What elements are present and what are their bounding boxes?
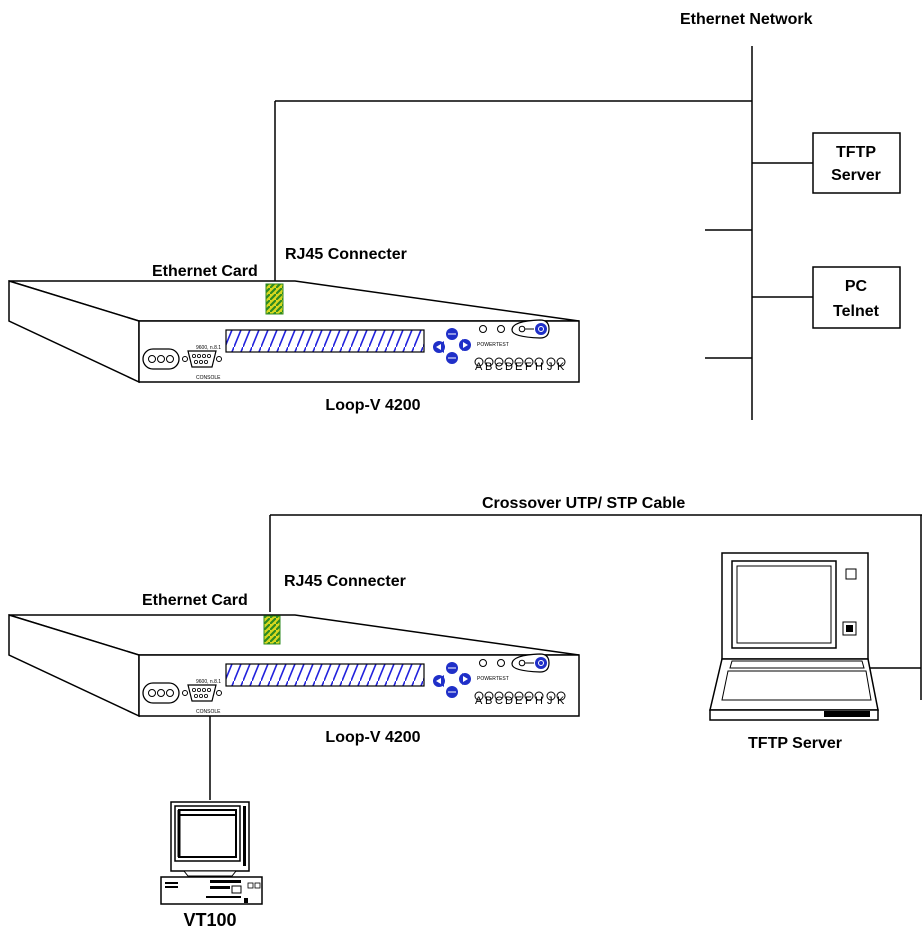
led-letter: H [535, 361, 543, 373]
led-letter: A [475, 361, 483, 373]
power-label: POWER [477, 342, 496, 348]
crossover-cable-label: Crossover UTP/ STP Cable [482, 495, 685, 512]
tftp-server-label: TFTP Server [748, 735, 842, 752]
led-letter: D [505, 361, 513, 373]
led-letter: D [505, 695, 513, 707]
led-letter-row: A B C D E F H J K [475, 361, 565, 373]
console-label: CONSOLE [196, 709, 221, 715]
led-letter: B [485, 695, 492, 707]
led-letter: H [535, 695, 543, 707]
led-letter: F [525, 695, 532, 707]
led-letter: K [557, 695, 565, 707]
test-label: TEST [496, 676, 509, 682]
console-baud-text: 9600, n.8.1 [196, 345, 221, 351]
led-letter: J [547, 695, 553, 707]
ethernet-card-label: Ethernet Card [142, 592, 248, 609]
rj45-connector-icon [265, 283, 284, 315]
loop-v-4200-device: 9600, n.8.1 CONSOLE POWER TEST A B C D E… [8, 614, 580, 717]
test-label: TEST [496, 342, 509, 348]
rj45-connecter-label: RJ45 Connecter [284, 573, 406, 590]
device-label: Loop-V 4200 [325, 729, 420, 746]
tftp-server-box-line1: TFTP [836, 144, 876, 161]
pc-telnet-box-line1: PC [845, 278, 868, 295]
led-letter: E [515, 361, 522, 373]
device-label: Loop-V 4200 [325, 397, 420, 414]
led-letter: C [495, 695, 503, 707]
pc-telnet-box [812, 266, 901, 329]
rj45-connecter-label: RJ45 Connecter [285, 246, 407, 263]
top-diagram: TFTP Server PC Telnet Ethernet Network R… [8, 11, 901, 420]
console-label: CONSOLE [196, 375, 221, 381]
loop-v-4200-device: 9600, n.8.1 CONSOLE POWER TEST A B C D E… [8, 280, 580, 383]
ethernet-card-label: Ethernet Card [152, 263, 258, 280]
led-letter: K [557, 361, 565, 373]
ethernet-network-label: Ethernet Network [680, 11, 813, 28]
laptop-icon [709, 552, 879, 721]
bottom-diagram: Crossover UTP/ STP Cable RJ45 Connecter … [8, 495, 922, 930]
power-label: POWER [477, 676, 496, 682]
tftp-server-box [812, 132, 901, 194]
led-letter: B [485, 361, 492, 373]
desktop-pc-icon [160, 801, 263, 905]
led-letter: J [547, 361, 553, 373]
led-letter: F [525, 361, 532, 373]
vt100-label: VT100 [183, 910, 236, 930]
pc-telnet-box-line2: Telnet [833, 303, 880, 320]
rj45-connector-icon [263, 615, 281, 645]
led-letter: E [515, 695, 522, 707]
led-letter-row: A B C D E F H J K [475, 695, 565, 707]
led-letter: C [495, 361, 503, 373]
led-letter: A [475, 695, 483, 707]
tftp-server-box-line2: Server [831, 167, 881, 184]
console-baud-text: 9600, n.8.1 [196, 679, 221, 685]
